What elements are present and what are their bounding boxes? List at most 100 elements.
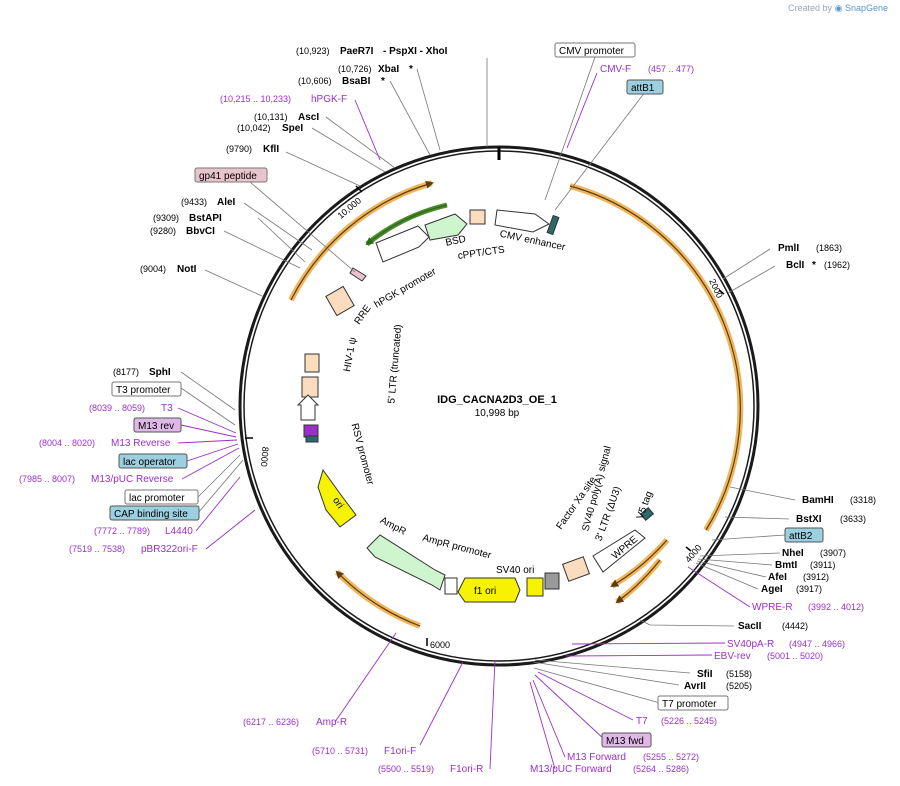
primer-range-amp-r: (6217 .. 6236) [243, 717, 299, 727]
label-ampr: AmpR [378, 515, 408, 538]
enzyme-name-paer7i: PaeR7I [340, 46, 374, 57]
orf-arcs [288, 180, 744, 629]
leader-afei [696, 560, 767, 578]
enzyme-pos-noti: (9004) [140, 264, 166, 274]
leader-agei [695, 562, 759, 590]
boxed-cmv-promoter: CMV promoter [559, 46, 625, 57]
leader-cap-site [197, 459, 244, 514]
tick-marks [245, 185, 725, 646]
box-m13-fwd [601, 732, 652, 748]
label-rsv-promoter: RSV promoter [349, 422, 376, 487]
primer-labels: (10,215 .. 10,233) hPGK-F CMV-F (457 .. … [19, 64, 864, 775]
primer-name-amp-r: Amp-R [316, 717, 347, 728]
boxed-lac-promoter: lac promoter [129, 493, 185, 504]
lac-operator-box [305, 435, 319, 443]
primer-line-m13-puc-forward [529, 681, 556, 770]
primer-line-m13-forward [532, 679, 566, 758]
tick-6000: 6000 [430, 640, 450, 650]
primer-range-t3: (8039 .. 8059) [89, 403, 145, 413]
rsv-stripes [303, 424, 319, 438]
label-hpgk-promoter: hPGK promoter [373, 266, 439, 311]
green-orf-arc-core [365, 204, 448, 246]
rsv-promoter-arrow [296, 394, 320, 421]
plasmid-length: 10,998 bp [475, 408, 520, 419]
tick-mark-4000 [685, 546, 692, 552]
primer-range-l4440: (7772 .. 7789) [94, 526, 150, 536]
cmv-enhancer-arrow [494, 209, 550, 233]
box-cmv-promoter [554, 42, 636, 58]
leader-bstxi [724, 516, 790, 520]
boxed-attb2: attB2 [789, 531, 813, 542]
label-ori: ori [330, 495, 345, 510]
boxed-lac-operator: lac operator [123, 457, 176, 468]
snapgene-logo-icon: ◉ [834, 3, 843, 13]
enzyme-pos-pmli: (1863) [816, 243, 842, 253]
primer-line-t3 [177, 407, 237, 434]
primer-line-hpgk-f [354, 99, 381, 161]
label-v5-tag: V5 tag [635, 490, 655, 521]
primer-line-pbr322 [205, 509, 256, 550]
enzyme-pos-bcli: (1962) [824, 260, 850, 270]
v5-tag-box [639, 507, 655, 521]
ampr-promoter-box [444, 577, 458, 595]
primer-name-ebv-rev: EBV-rev [714, 651, 751, 662]
ampr-arrow [366, 534, 446, 591]
leader-t3-promoter [180, 387, 236, 426]
enzyme-pos-bamhi: (3318) [850, 495, 876, 505]
leader-lac-promoter [197, 454, 241, 498]
leader-kfli [285, 151, 361, 187]
boxed-feature-labels: CMV promoter attB1 gp41 peptide T3 promo… [109, 42, 824, 748]
boxed-cap-site: CAP binding site [114, 509, 188, 520]
leader-sfii [534, 659, 691, 674]
enzyme-labels: (10,923) PaeR7I - PspXI - XhoI (10,726) … [113, 46, 876, 692]
enzyme-pos-alei: (9433) [181, 197, 207, 207]
enzyme-pos-paer7i: (10,923) [296, 46, 330, 56]
tick-mark-10000 [355, 185, 363, 193]
primer-range-ebv-rev: (5001 .. 5020) [767, 651, 823, 661]
wpre-orf-arc-2-core [610, 539, 668, 588]
enzyme-pos-avrii: (5205) [726, 681, 752, 691]
leader-attb2 [711, 534, 786, 541]
cpptcts-box [469, 209, 486, 225]
leader-t7-promoter [533, 667, 661, 704]
sv40-polya-box [544, 572, 560, 590]
enzyme-pos-sfii: (5158) [726, 669, 752, 679]
enzyme-star-bsabi: * [381, 76, 385, 87]
box-attb2 [784, 527, 824, 543]
plasmid-name: IDG_CACNA2D3_OE_1 [437, 394, 557, 406]
hpgk-promoter-arrow [375, 225, 430, 263]
primer-line-f1ori-r [489, 659, 496, 770]
primer-range-f1ori-r: (5500 .. 5519) [378, 764, 434, 774]
hiv-psi-box [304, 353, 320, 373]
leader-bamhi [729, 486, 796, 501]
enzyme-pos-kfli: (9790) [226, 144, 252, 154]
enzyme-pos-xbai: (10,726) [338, 64, 372, 74]
label-sv40-ori: SV40 ori [496, 565, 534, 576]
attb1-feature [546, 214, 560, 236]
box-gp41 [194, 167, 268, 183]
primer-line-m13-fwd [534, 674, 606, 741]
box-lac-operator [118, 453, 188, 469]
box-lac-promoter [124, 489, 199, 505]
enzyme-name-bstxi: BstXI [796, 514, 822, 525]
primer-line-wpre-r [687, 566, 751, 608]
snapgene-credit: Created by ◉ SnapGene [788, 3, 888, 14]
primer-name-t7: T7 [636, 716, 648, 727]
inner-feature-shapes [296, 209, 655, 603]
enzyme-extra-paer7i: - PspXI - XhoI [383, 46, 448, 57]
enzyme-pos-nhei: (3907) [820, 548, 846, 558]
enzyme-name-agei: AgeI [761, 584, 783, 595]
credit-prefix: Created by [788, 3, 833, 13]
enzyme-name-noti: NotI [177, 264, 197, 275]
enzyme-name-bmti: BmtI [775, 560, 797, 571]
ltr3-box [561, 556, 591, 582]
ori-arrow [317, 468, 357, 528]
enzyme-pos-asci: (10,131) [254, 112, 288, 122]
enzyme-name-asci: AscI [298, 112, 319, 123]
enzyme-name-nhei: NheI [782, 548, 804, 559]
cacna2d3-orf-arc-core [569, 185, 741, 531]
primer-range-hpgk-f: (10,215 .. 10,233) [220, 94, 291, 104]
leader-gp41 [249, 181, 356, 273]
primer-name-m13-puc-rev: M13/pUC Reverse [91, 474, 174, 485]
primer-name-wpre-r: WPRE-R [752, 602, 793, 613]
